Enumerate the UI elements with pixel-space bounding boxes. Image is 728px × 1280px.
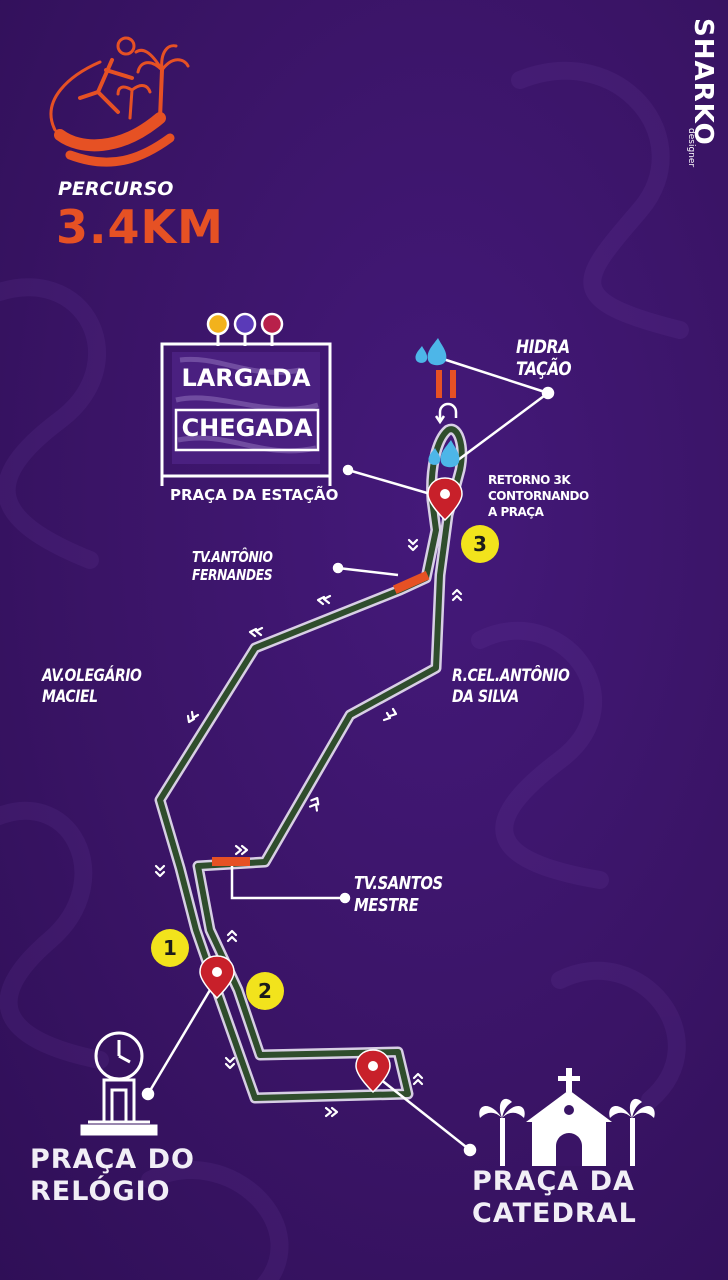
u-turn-icon xyxy=(434,402,458,425)
cathedral-icon xyxy=(526,1068,612,1166)
street-label-tv-santos: TV.SANTOS MESTRE xyxy=(354,873,443,916)
water-drop-icon xyxy=(428,440,460,468)
clock-tower-icon xyxy=(80,1031,158,1136)
route-distance: 3.4KM xyxy=(56,200,224,254)
km-marker-3: 3 xyxy=(461,525,499,563)
street-bar-tv-antonio xyxy=(392,571,430,594)
runner-logo-icon xyxy=(49,36,190,167)
background-pattern xyxy=(0,61,689,1280)
pause-icon xyxy=(436,370,456,398)
brand-sub: designer xyxy=(686,128,696,168)
route-label: PERCURSO xyxy=(58,178,174,200)
svg-text:1: 1 xyxy=(163,936,177,960)
finish-label: CHEGADA xyxy=(181,414,313,442)
svg-text:3: 3 xyxy=(473,532,487,556)
start-location-label: PRAÇA DA ESTAÇÃO xyxy=(170,486,339,504)
map-pin-icon xyxy=(199,955,235,1000)
km-marker-1: 1 xyxy=(151,929,189,967)
return-note: RETORNO 3K CONTORNANDO A PRAÇA xyxy=(488,473,589,519)
brand-name: SHARKO xyxy=(688,18,718,146)
water-drop-icon xyxy=(415,338,447,366)
map-pin-icon xyxy=(355,1049,391,1094)
street-label-r-cel: R.CEL.ANTÔNIO DA SILVA xyxy=(452,666,570,707)
street-bar-tv-santos xyxy=(212,857,250,866)
place-label-praca-catedral: PRAÇA DA CATEDRAL xyxy=(472,1166,637,1229)
race-route xyxy=(154,423,468,1104)
leader-lines xyxy=(141,356,555,1157)
palm-tree-icon xyxy=(609,1098,655,1166)
start-label: LARGADA xyxy=(181,364,311,392)
hydration-label: HIDRA TAÇÃO xyxy=(516,336,572,380)
svg-text:2: 2 xyxy=(258,979,272,1003)
place-label-praca-relogio: PRAÇA DO RELÓGIO xyxy=(30,1144,195,1207)
map-pin-icon xyxy=(427,477,463,522)
km-marker-2: 2 xyxy=(246,972,284,1010)
street-label-tv-antonio: TV.ANTÔNIO FERNANDES xyxy=(192,548,273,584)
palm-tree-icon xyxy=(479,1098,525,1166)
street-label-av-olegario: AV.OLEGÁRIO MACIEL xyxy=(42,666,142,707)
start-finish-sign xyxy=(160,312,332,486)
